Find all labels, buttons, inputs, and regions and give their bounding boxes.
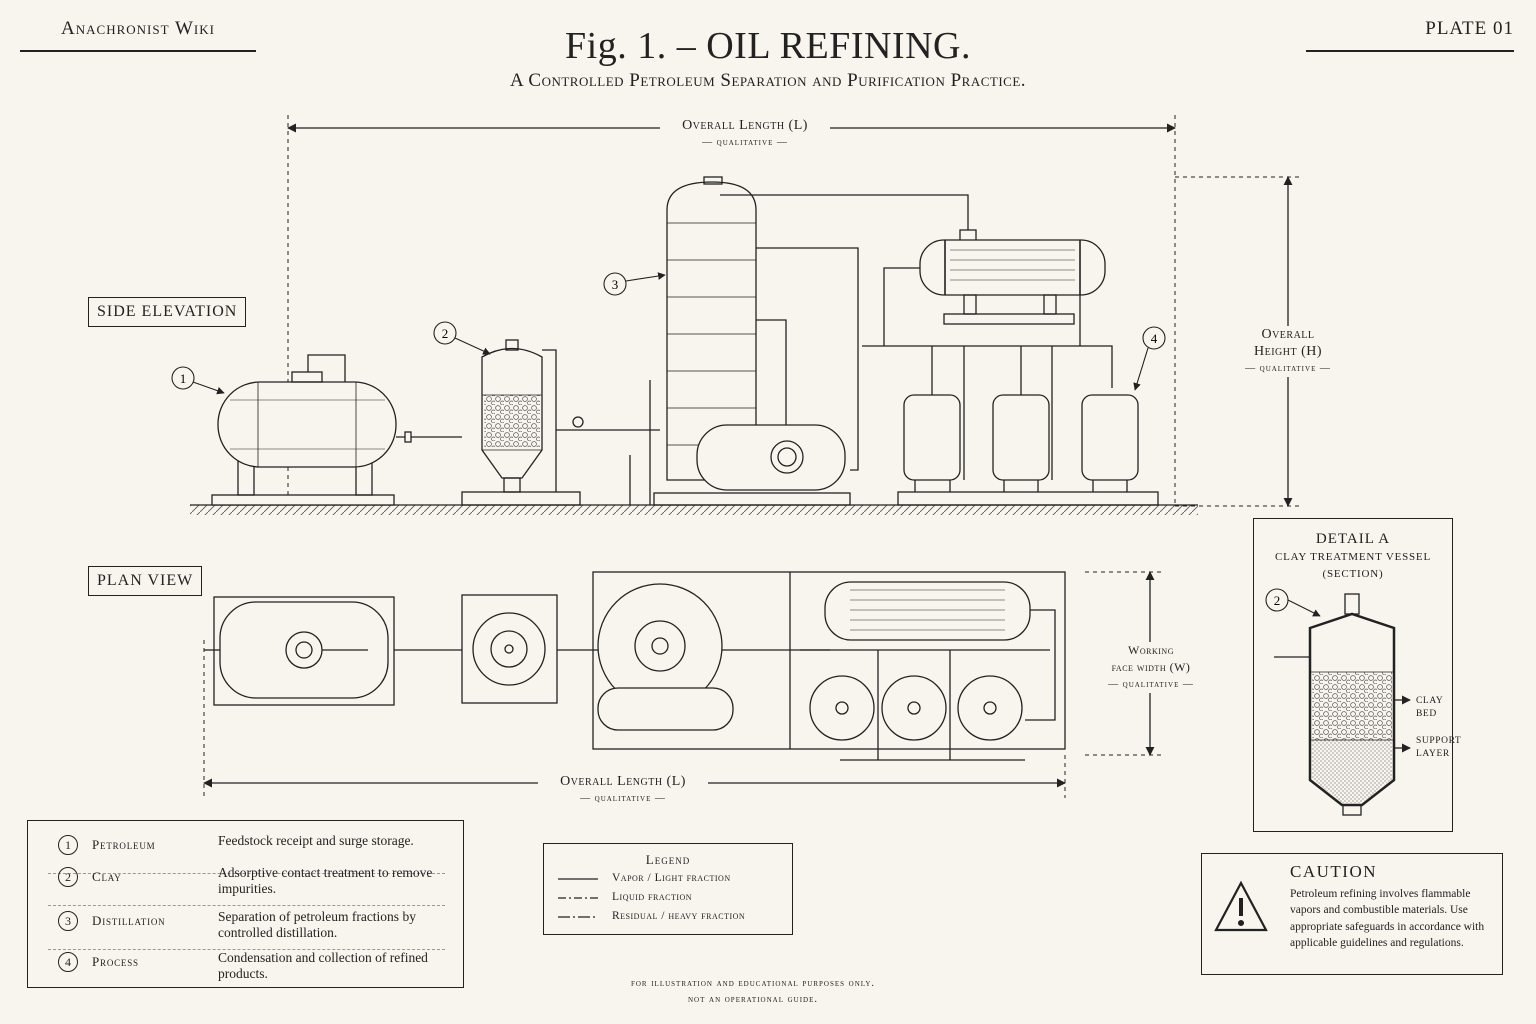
key-row: 4 Process Condensation and collection of… <box>48 950 445 990</box>
length-label-bottom: Overall Length (L) — qualitative — <box>538 773 708 807</box>
caution-title: CAUTION <box>1290 862 1377 881</box>
brand-label: Anachronist Wiki <box>20 18 256 52</box>
plate-number: PLATE 01 <box>1306 18 1514 52</box>
key-name: Distillation <box>92 913 166 928</box>
callout-1: 1 <box>180 371 187 386</box>
distillation-column-plan <box>592 571 1066 750</box>
width-label: Working face width (W) — qualitative — <box>1092 642 1210 693</box>
legend-title: Legend <box>645 852 691 867</box>
key-description: Condensation and collection of refined p… <box>218 950 428 981</box>
callout-2: 2 <box>442 326 449 341</box>
legend-label: Residual / heavy fraction <box>612 910 746 922</box>
clay-vessel-plan <box>461 594 558 704</box>
support-layer-label-line2: LAYER <box>1416 749 1450 759</box>
qualifier-text: — qualitative — <box>702 137 788 148</box>
line-legend: Legend Vapor / Light fraction Liquid fra… <box>543 843 793 935</box>
detail-subtitle: CLAY TREATMENT VESSEL <box>1275 551 1431 563</box>
detail-vessel-section <box>1274 593 1411 816</box>
component-key: 1 Petroleum Feedstock receipt and surge … <box>27 820 464 988</box>
qualifier-text: — qualitative — <box>1108 679 1194 690</box>
height-text-line2: Height (H) <box>1253 344 1323 359</box>
key-row: 3 Distillation Separation of petroleum f… <box>48 909 445 950</box>
warning-triangle-icon <box>1214 880 1268 932</box>
side-elevation-label: SIDE ELEVATION <box>88 297 247 327</box>
receivers-plan <box>809 650 1025 761</box>
plan-view-label: PLAN VIEW <box>88 566 203 596</box>
legend-item: Liquid fraction <box>558 891 788 907</box>
figure-title: Fig. 1. – OIL REFINING. <box>565 25 971 67</box>
condenser-plan <box>800 581 1056 721</box>
callout-markers <box>171 272 1321 617</box>
legend-item: Residual / heavy fraction <box>558 910 788 926</box>
receivers-side <box>862 345 1159 506</box>
detail-a-panel: DETAIL A CLAY TREATMENT VESSEL (SECTION)… <box>1253 518 1461 832</box>
key-number: 1 <box>58 835 78 855</box>
figure-subtitle: A Controlled Petroleum Separation and Pu… <box>509 70 1027 91</box>
qualifier-text: — qualitative — <box>1245 363 1331 374</box>
key-description: Separation of petroleum fractions by con… <box>218 909 416 940</box>
height-text-line1: Overall <box>1261 327 1315 342</box>
footnote-line2: not an operational guide. <box>688 994 818 1005</box>
length-text: Overall Length (L) <box>560 774 686 789</box>
key-number: 4 <box>58 952 78 972</box>
key-name: Process <box>92 954 139 969</box>
key-name: Clay <box>92 869 122 884</box>
legend-label: Liquid fraction <box>612 891 693 903</box>
detail-callout: 2 <box>1274 593 1281 608</box>
legend-label: Vapor / Light fraction <box>612 872 731 884</box>
footnote-line1: for illustration and educational purpose… <box>630 978 876 989</box>
key-row: 1 Petroleum Feedstock receipt and surge … <box>48 833 445 874</box>
petroleum-tank-plan <box>204 596 395 706</box>
height-label: Overall Height (H) — qualitative — <box>1228 326 1348 377</box>
condenser-side <box>883 239 1106 346</box>
key-description: Adsorptive contact treatment to remove i… <box>218 865 433 896</box>
detail-title: DETAIL A <box>1315 531 1391 547</box>
key-description: Feedstock receipt and surge storage. <box>218 833 414 848</box>
key-name: Petroleum <box>92 837 156 852</box>
qualifier-text: — qualitative — <box>580 793 666 804</box>
key-row: 2 Clay Adsorptive contact treatment to r… <box>48 865 445 906</box>
key-number: 2 <box>58 867 78 887</box>
legend-item: Vapor / Light fraction <box>558 872 788 888</box>
clay-vessel-side <box>461 339 660 506</box>
width-text-line1: Working <box>1128 643 1174 657</box>
width-text-line2: face width (W) <box>1111 660 1191 674</box>
length-label-top: Overall Length (L) — qualitative — <box>660 117 830 151</box>
callout-4: 4 <box>1151 331 1158 346</box>
support-layer-label-line1: SUPPORT <box>1416 736 1462 746</box>
clay-bed-label: CLAY BED <box>1416 696 1444 719</box>
detail-subtitle-section: (SECTION) <box>1322 568 1384 580</box>
caution-box: CAUTION Petroleum refining involves flam… <box>1201 853 1503 975</box>
key-number: 3 <box>58 911 78 931</box>
caution-text: Petroleum refining involves flammable va… <box>1290 888 1485 949</box>
footnote: for illustration and educational purpose… <box>520 976 986 1008</box>
length-text: Overall Length (L) <box>682 118 808 133</box>
callout-3: 3 <box>612 277 619 292</box>
distillation-column-side <box>629 176 977 506</box>
petroleum-tank-side <box>211 354 462 506</box>
